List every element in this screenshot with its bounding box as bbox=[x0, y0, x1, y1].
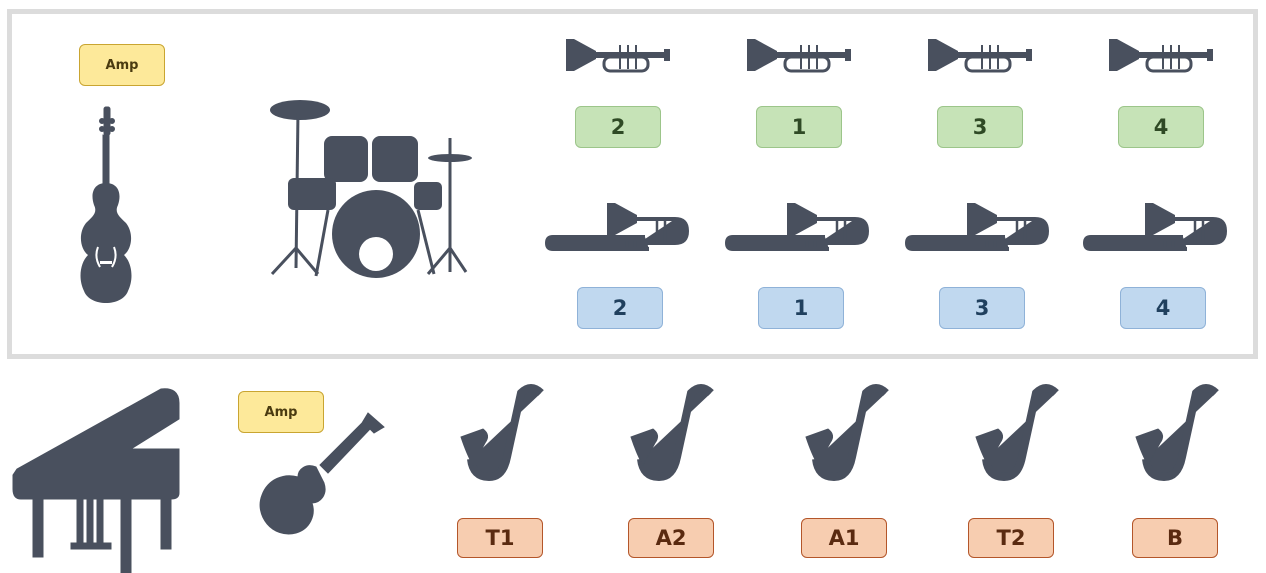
trombone-1-label: 1 bbox=[758, 287, 844, 329]
trumpet-1-label: 1 bbox=[756, 106, 842, 148]
trombone-icon bbox=[1082, 203, 1228, 251]
saxophone-icon bbox=[630, 384, 714, 482]
guitar-amp-label: Amp bbox=[238, 391, 324, 433]
trumpet-icon bbox=[747, 39, 851, 73]
trumpet-icon bbox=[928, 39, 1032, 73]
trombone-icon bbox=[544, 203, 690, 251]
trumpet-2-label: 2 bbox=[575, 106, 661, 148]
sax-a1-label: A1 bbox=[801, 518, 887, 558]
trombone-3-label: 3 bbox=[939, 287, 1025, 329]
trumpet-4-label: 4 bbox=[1118, 106, 1204, 148]
saxophone-icon bbox=[975, 384, 1059, 482]
double-bass-icon bbox=[80, 106, 132, 303]
trumpet-3-label: 3 bbox=[937, 106, 1023, 148]
saxophone-icon bbox=[1135, 384, 1219, 482]
sax-b-label: B bbox=[1132, 518, 1218, 558]
electric-guitar-icon bbox=[259, 412, 385, 535]
trombone-2-label: 2 bbox=[577, 287, 663, 329]
sax-a2-label: A2 bbox=[628, 518, 714, 558]
trombone-icon bbox=[724, 203, 870, 251]
saxophone-icon bbox=[805, 384, 889, 482]
saxophone-icon bbox=[460, 384, 544, 482]
grand-piano-icon bbox=[12, 388, 180, 573]
sax-t1-label: T1 bbox=[457, 518, 543, 558]
trumpet-icon bbox=[566, 39, 670, 73]
trumpet-icon bbox=[1109, 39, 1213, 73]
sax-t2-label: T2 bbox=[968, 518, 1054, 558]
bass-amp-label: Amp bbox=[79, 44, 165, 86]
trombone-icon bbox=[904, 203, 1050, 251]
trombone-4-label: 4 bbox=[1120, 287, 1206, 329]
drum-kit-icon bbox=[270, 100, 472, 278]
